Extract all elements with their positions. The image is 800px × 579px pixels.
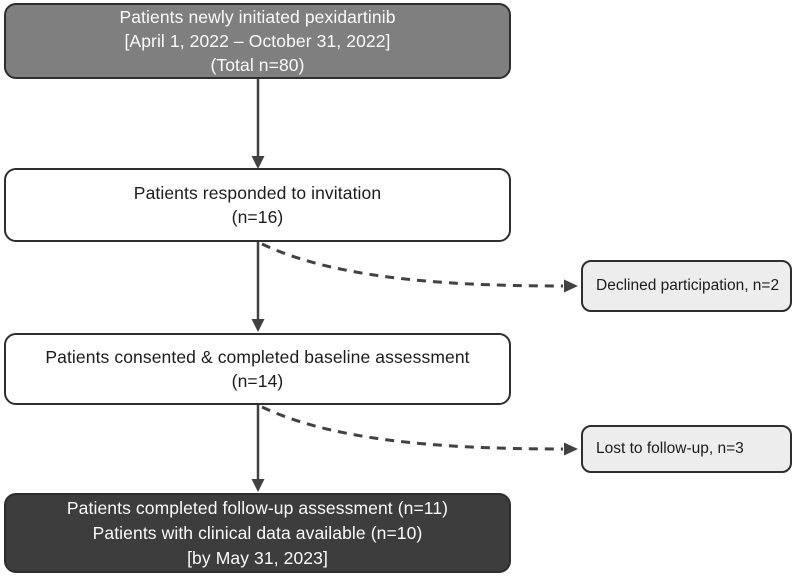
box-lost-to-follow-up: Lost to follow-up, n=3 [581,425,792,473]
box-responded-line2: (n=16) [231,207,284,227]
box-completed-follow-up: Patients completed follow-up assessment … [4,493,511,573]
arrow-consented-to-lost [261,405,578,456]
box-consented: Patients consented & completed baseline … [4,333,511,405]
box-newly-initiated: Patients newly initiated pexidartinib [A… [4,3,511,79]
box-newly-initiated-line3: (Total n=80) [210,55,305,75]
box-consented-line2: (n=14) [231,371,284,391]
arrow-responded-to-consented [251,242,265,332]
arrow-responded-to-declined [261,242,578,293]
box-declined-participation-label: Declined participation, n=2 [596,277,780,294]
box-newly-initiated-line1: Patients newly initiated pexidartinib [119,7,396,27]
box-completed-follow-up-line3: [by May 31, 2023] [187,547,328,568]
box-completed-follow-up-line1: Patients completed follow-up assessment … [66,497,449,518]
box-newly-initiated-line2: [April 1, 2022 – October 31, 2022] [124,31,391,51]
arrow-consented-to-completed [251,405,265,492]
box-completed-follow-up-line2: Patients with clinical data available (n… [92,522,423,543]
box-responded-line1: Patients responded to invitation [133,183,382,203]
box-responded: Patients responded to invitation (n=16) [4,168,511,242]
box-lost-to-follow-up-label: Lost to follow-up, n=3 [596,440,744,457]
arrow-initiated-to-responded [251,79,265,169]
box-declined-participation: Declined participation, n=2 [581,260,792,312]
box-consented-line1: Patients consented & completed baseline … [45,347,470,367]
